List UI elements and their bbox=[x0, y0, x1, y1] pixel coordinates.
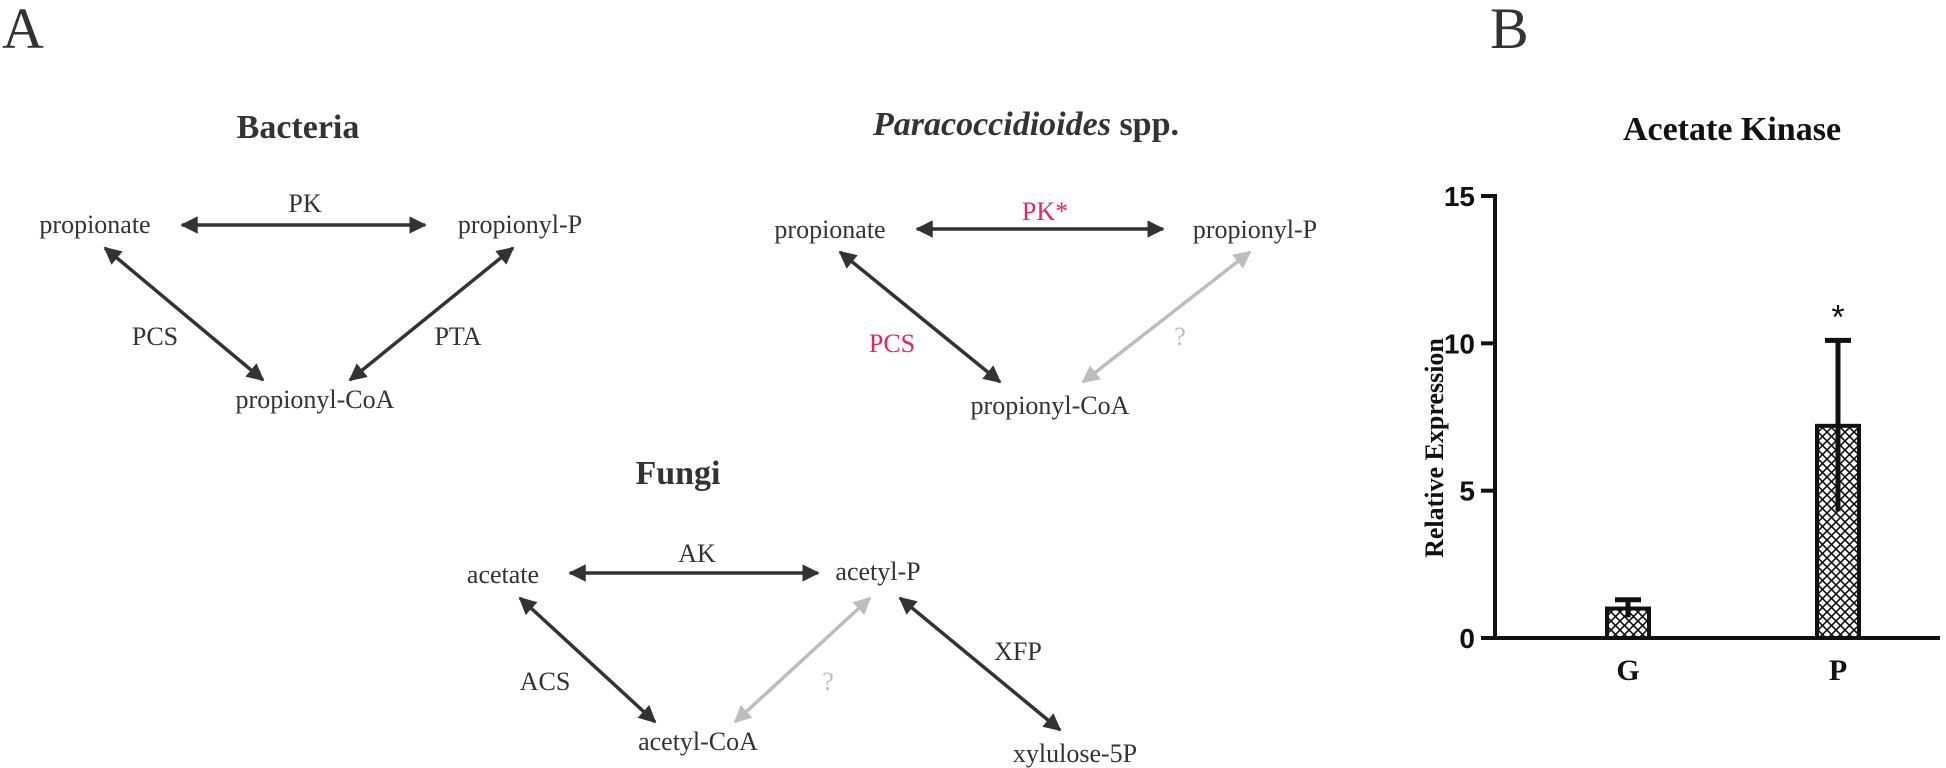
bacteria-node-propionyl-p: propionyl-P bbox=[458, 210, 582, 239]
bacteria-arrow-pta bbox=[348, 246, 515, 382]
paracoccidioides-arrow-pcs bbox=[838, 250, 1002, 384]
fungi-arrow-xfp bbox=[898, 596, 1062, 732]
paracoccidioides-enzyme-pcs: PCS bbox=[869, 329, 915, 358]
chart-marks: 0 5 10 15G P * bbox=[1444, 181, 1940, 687]
bacteria-enzyme-pk: PK bbox=[288, 189, 321, 218]
paracoccidioides-arrow-unknown bbox=[1081, 250, 1252, 384]
y-tick-label: 15 bbox=[1444, 181, 1475, 212]
paracoccidioides-pathway: Paracoccidioides spp. propionate propion… bbox=[774, 106, 1317, 420]
bacteria-node-propionate: propionate bbox=[39, 210, 150, 239]
fungi-node-xylulose-5p: xylulose-5P bbox=[1013, 739, 1137, 768]
fungi-enzyme-unknown: ? bbox=[822, 667, 834, 696]
panel-a-letter: A bbox=[2, 0, 44, 61]
paracoccidioides-title: Paracoccidioides spp. bbox=[872, 106, 1179, 143]
paracoccidioides-node-propionate: propionate bbox=[774, 215, 885, 244]
fungi-node-acetyl-coa: acetyl-CoA bbox=[638, 727, 758, 756]
paracoccidioides-node-propionyl-p: propionyl-P bbox=[1193, 215, 1317, 244]
fungi-pathway: Fungi acetate acetyl-P acetyl-CoA xylulo… bbox=[467, 455, 1137, 768]
fungi-arrow-acs bbox=[518, 596, 657, 724]
fungi-node-acetyl-p: acetyl-P bbox=[835, 557, 920, 586]
chart-title: Acetate Kinase bbox=[1623, 111, 1841, 148]
x-tick-label-G: G bbox=[1616, 654, 1639, 687]
fungi-enzyme-acs: ACS bbox=[520, 667, 571, 696]
paracoccidioides-title-italic: Paracoccidioides bbox=[872, 106, 1111, 143]
bacteria-enzyme-pta: PTA bbox=[434, 322, 481, 351]
y-tick-label: 10 bbox=[1444, 328, 1475, 359]
paracoccidioides-enzyme-pk: PK* bbox=[1022, 197, 1068, 226]
bacteria-enzyme-pcs: PCS bbox=[132, 322, 178, 351]
fungi-node-acetate: acetate bbox=[467, 560, 539, 589]
paracoccidioides-title-rest: spp. bbox=[1111, 106, 1179, 143]
significance-marker-P: * bbox=[1831, 298, 1844, 336]
y-axis-label: Relative Expression bbox=[1420, 338, 1449, 558]
paracoccidioides-enzyme-unknown: ? bbox=[1174, 322, 1186, 351]
paracoccidioides-node-propionyl-coa: propionyl-CoA bbox=[971, 391, 1130, 420]
bacteria-node-propionyl-coa: propionyl-CoA bbox=[236, 385, 395, 414]
fungi-enzyme-xfp: XFP bbox=[994, 637, 1042, 666]
panel-b-letter: B bbox=[1490, 0, 1529, 61]
bacteria-arrow-pcs bbox=[103, 246, 265, 382]
y-tick-label: 5 bbox=[1459, 476, 1475, 507]
x-tick-label-P: P bbox=[1829, 654, 1847, 687]
bacteria-title: Bacteria bbox=[237, 109, 360, 146]
fungi-enzyme-ak: AK bbox=[678, 539, 716, 568]
y-tick-label: 0 bbox=[1459, 623, 1475, 654]
acetate-kinase-chart: Acetate Kinase Relative Expression 0 5 10 1… bbox=[1420, 111, 1940, 687]
bacteria-pathway: Bacteria propionate propionyl-P propiony… bbox=[39, 109, 582, 414]
fungi-title: Fungi bbox=[635, 455, 720, 492]
fungi-arrow-unknown bbox=[733, 596, 872, 724]
